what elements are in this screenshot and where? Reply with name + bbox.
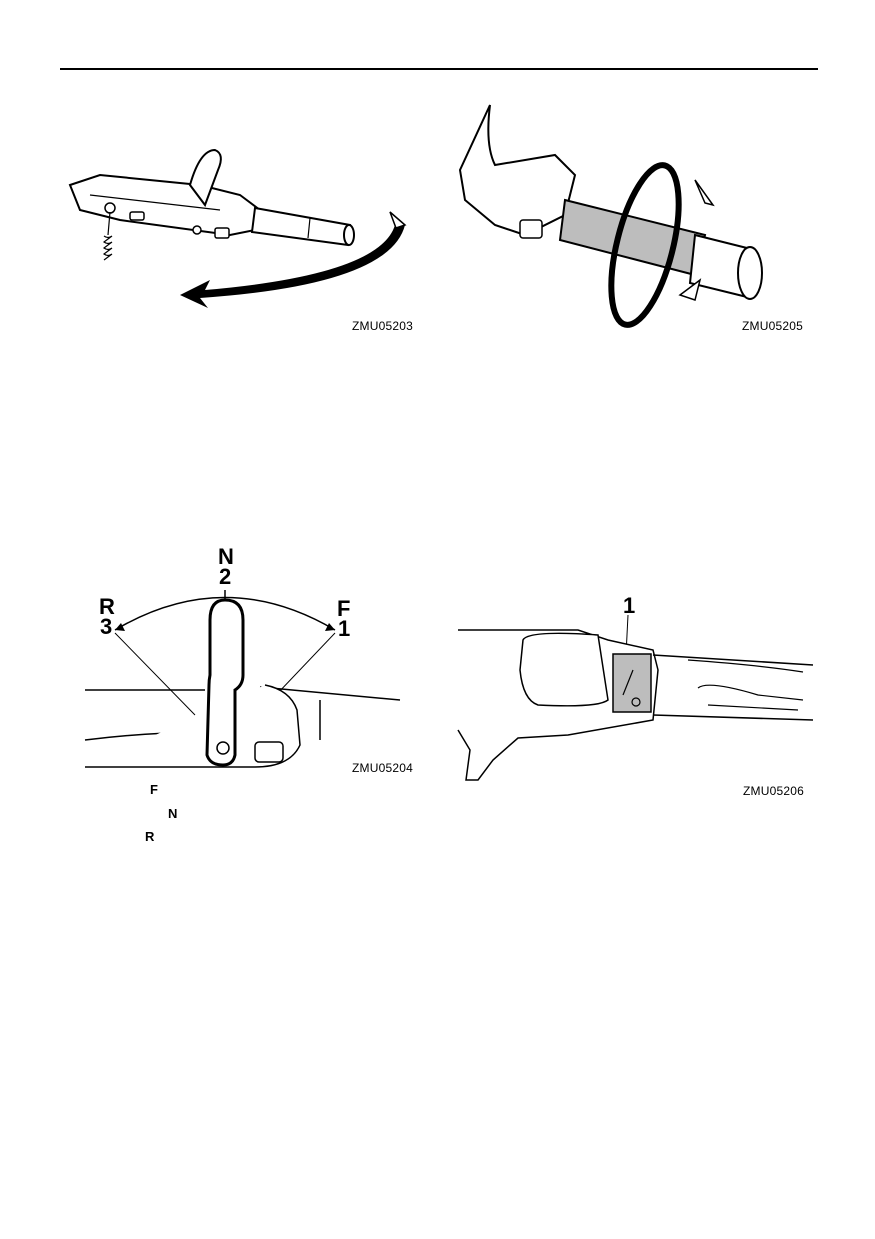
label-n-letter: N [218,544,234,569]
figure-code-3: ZMU05204 [352,761,413,775]
legend-item-n: N [168,806,178,821]
label-f-number: 1 [338,616,351,641]
shift-lever-illustration [84,590,401,768]
label-r-letter: R [99,594,115,619]
throttle-friction-illustration [457,614,814,781]
callout-number-1: 1 [623,593,636,618]
throttle-grip-illustration [458,104,763,328]
label-n-number: 2 [219,564,232,589]
figure-code-2: ZMU05205 [742,319,803,333]
legend-item-r: R [145,829,155,844]
figure-throttle-friction [457,610,818,785]
figure-code-1: ZMU05203 [352,319,413,333]
legend-item-f: F [150,782,158,797]
figure-shift-lever-positions [84,585,405,775]
handle-turn-illustration [68,148,407,308]
figure-steering-handle-turn [60,140,420,320]
header-rule [60,68,818,70]
figure-throttle-grip [455,104,785,328]
label-f-letter: F [337,596,351,621]
figure-code-4: ZMU05206 [743,784,804,798]
label-r-number: 3 [100,614,113,639]
